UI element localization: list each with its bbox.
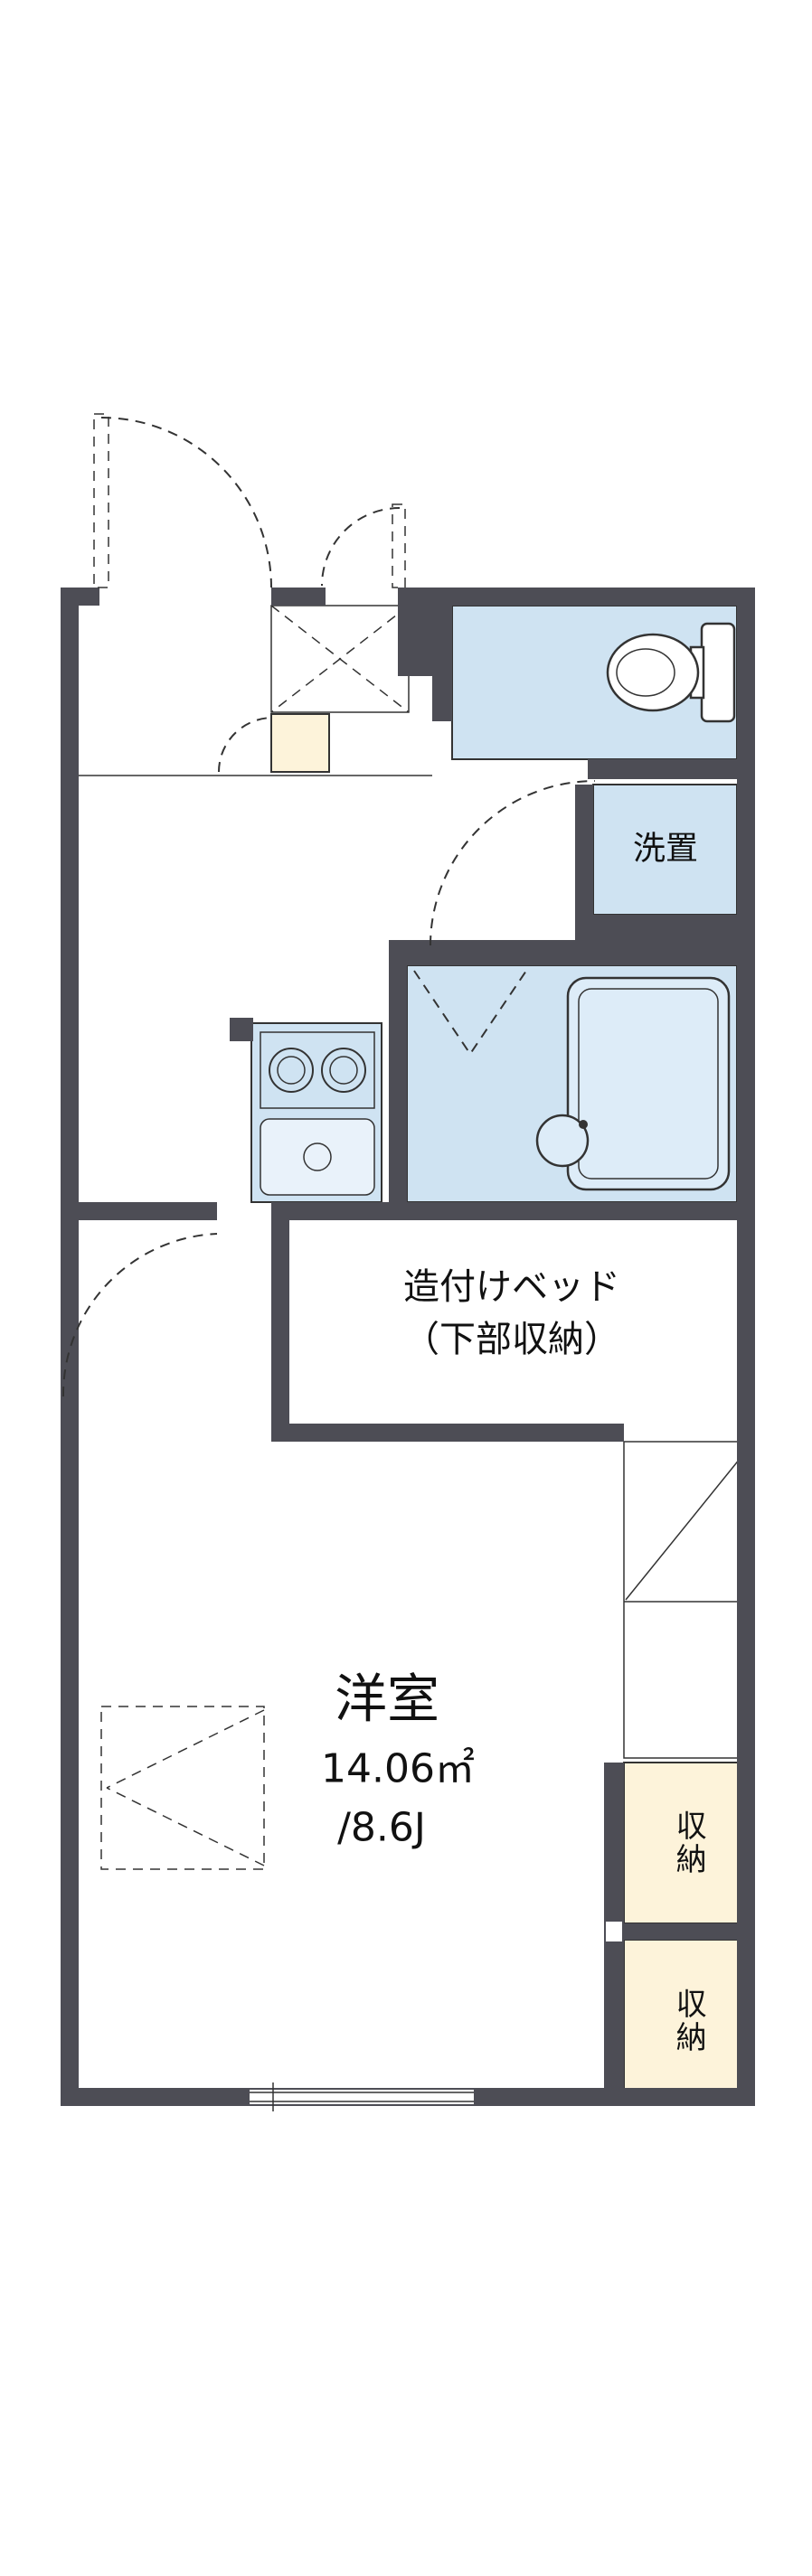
- bathtub: [566, 976, 731, 1191]
- laundry-area: [592, 784, 738, 916]
- wall-bath-top: [389, 940, 575, 965]
- utility-diagonal: [625, 1443, 752, 1601]
- wash-basin: [535, 1114, 590, 1168]
- wall-laundry-left: [575, 785, 593, 915]
- wall-laundry-bottom: [575, 915, 755, 965]
- closet-door-notch: [606, 1922, 622, 1941]
- hall-door-arc: [430, 780, 596, 946]
- window-gap: [250, 2090, 474, 2104]
- service-door-arc: [321, 507, 401, 587]
- misc-symbols: [100, 1706, 474, 2111]
- shoe-cabinet: [270, 713, 330, 773]
- room-door-arc: [61, 1233, 218, 1397]
- wall-bath-left: [389, 965, 407, 1220]
- faucet-dot: [579, 1120, 588, 1129]
- stove-box: [260, 1031, 375, 1109]
- wall-entry-toilet: [398, 606, 452, 676]
- wall-kitchen-stub: [230, 1018, 253, 1041]
- toilet-fixture: [606, 622, 736, 723]
- wall-top-mid: [271, 588, 326, 606]
- door-swings: [61, 413, 596, 1397]
- kitchen-sink: [260, 1118, 375, 1196]
- wall-top-right: [398, 588, 755, 606]
- wall-bed-top: [271, 1202, 755, 1220]
- room-area-label: 14.06㎡: [321, 1745, 475, 1792]
- wall-bed-left: [271, 1220, 289, 1442]
- wall-left: [61, 588, 79, 2106]
- bathtub-group: [535, 976, 731, 1191]
- room-size-label: /8.6J: [337, 1804, 426, 1851]
- toilet-seat: [616, 648, 675, 697]
- dashed-furniture-fold: [106, 1709, 265, 1866]
- closet-lower-label: 収納: [670, 1988, 707, 2054]
- room-name-label: 洋室: [334, 1668, 440, 1730]
- entrance-door-arc: [100, 417, 272, 588]
- closet-upper-label: 収納: [670, 1810, 707, 1876]
- wall-toilet-left: [432, 676, 452, 721]
- wall-bed-bottom: [271, 1424, 624, 1442]
- sink-drain: [303, 1142, 332, 1171]
- kitchen-fixtures: [260, 1031, 375, 1196]
- service-door-leaf: [392, 503, 406, 588]
- entrance-tataki-cross: [270, 605, 410, 713]
- stove-burner-left: [269, 1048, 314, 1093]
- storage-areas: [270, 713, 754, 2102]
- entrance-door-leaf: [93, 413, 109, 588]
- window-lines: [250, 2092, 474, 2102]
- utility-space: [623, 1441, 754, 1759]
- toilet-bowl: [606, 633, 700, 712]
- wall-right: [737, 588, 755, 2106]
- wall-toilet-bottom: [588, 759, 755, 779]
- bathtub-inner: [578, 988, 719, 1180]
- entrance-inner-door-arc: [218, 717, 274, 773]
- laundry-label: 洗置: [632, 830, 699, 868]
- wall-closet-separator: [624, 1923, 753, 1940]
- partition-lines: [79, 605, 754, 1759]
- stove-burner-left-inner: [277, 1056, 306, 1085]
- closet-upper-box: [623, 1762, 754, 1924]
- dashed-furniture-box: [100, 1706, 265, 1870]
- stove-burner-right: [321, 1048, 366, 1093]
- toilet-tank: [700, 622, 736, 723]
- wall-corridor-stub: [61, 1202, 217, 1220]
- built-in-bed-label-line1: 造付けベッド: [403, 1266, 620, 1308]
- built-in-bed-label-line2: （下部収納）: [403, 1319, 620, 1360]
- stove-burner-right-inner: [329, 1056, 358, 1085]
